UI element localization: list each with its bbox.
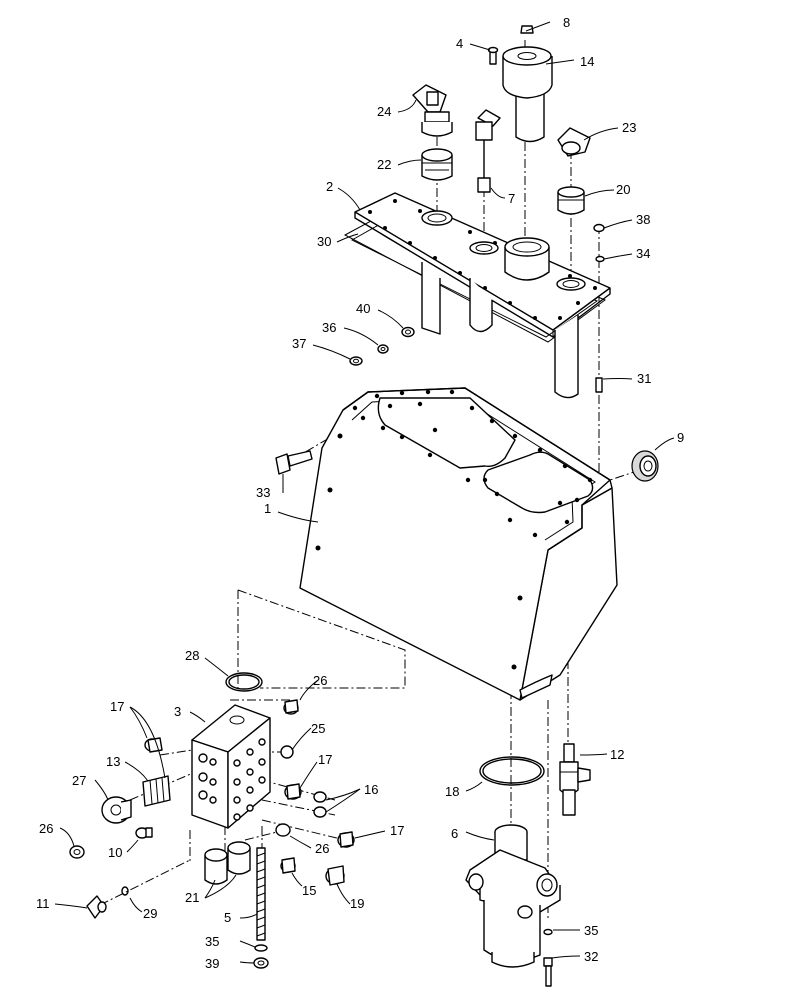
callout-20: 20 bbox=[616, 182, 630, 197]
callout-21: 21 bbox=[185, 890, 199, 905]
leader-lines bbox=[54, 21, 675, 964]
cover-fittings bbox=[412, 84, 591, 215]
callout-37: 37 bbox=[292, 336, 306, 351]
cover-plate bbox=[343, 192, 611, 399]
callout-40: 40 bbox=[356, 301, 370, 316]
callout-36: 36 bbox=[322, 320, 336, 335]
callout-15: 15 bbox=[302, 883, 316, 898]
callout-1: 1 bbox=[264, 501, 271, 516]
manifold-ports bbox=[198, 738, 266, 821]
callout-28: 28 bbox=[185, 648, 199, 663]
callout-25: 25 bbox=[311, 721, 325, 736]
rod-threads bbox=[256, 852, 266, 937]
callout-17-right-lower: 17 bbox=[390, 823, 404, 838]
hardware-parts bbox=[275, 223, 659, 482]
callout-22: 22 bbox=[377, 157, 391, 172]
callout-2: 2 bbox=[326, 179, 333, 194]
callout-17-left: 17 bbox=[110, 699, 124, 714]
callout-13: 13 bbox=[106, 754, 120, 769]
callout-19: 19 bbox=[350, 896, 364, 911]
callout-16: 16 bbox=[364, 782, 378, 797]
callout-27: 27 bbox=[72, 773, 86, 788]
callout-10: 10 bbox=[108, 845, 122, 860]
valve-12 bbox=[559, 743, 591, 816]
callout-30: 30 bbox=[317, 234, 331, 249]
callout-32: 32 bbox=[584, 949, 598, 964]
callout-31: 31 bbox=[637, 371, 651, 386]
callout-35-left: 35 bbox=[205, 934, 219, 949]
callout-9: 9 bbox=[677, 430, 684, 445]
pump-bolts bbox=[543, 928, 553, 987]
callout-12: 12 bbox=[610, 747, 624, 762]
callout-35-right: 35 bbox=[584, 923, 598, 938]
tank-bolt-holes bbox=[352, 389, 593, 538]
callout-26-middle: 26 bbox=[315, 841, 329, 856]
callout-29: 29 bbox=[143, 906, 157, 921]
callout-6: 6 bbox=[451, 826, 458, 841]
manifold-block bbox=[191, 704, 271, 829]
manifold-fittings bbox=[69, 699, 355, 969]
o-rings bbox=[225, 672, 545, 786]
callout-26-top: 26 bbox=[313, 673, 327, 688]
callout-labels: 1 2 3 4 5 6 7 8 9 10 11 12 13 14 15 16 1… bbox=[36, 15, 684, 971]
callout-38: 38 bbox=[636, 212, 650, 227]
filter-assembly bbox=[487, 25, 553, 143]
callout-39: 39 bbox=[205, 956, 219, 971]
callout-26-left: 26 bbox=[39, 821, 53, 836]
callout-14: 14 bbox=[580, 54, 594, 69]
callout-4: 4 bbox=[456, 36, 463, 51]
callout-23: 23 bbox=[622, 120, 636, 135]
pump-6 bbox=[465, 824, 561, 968]
callout-3: 3 bbox=[174, 704, 181, 719]
callout-8: 8 bbox=[563, 15, 570, 30]
callout-33: 33 bbox=[256, 485, 270, 500]
callout-5: 5 bbox=[224, 910, 231, 925]
callout-11: 11 bbox=[36, 896, 50, 911]
callout-24: 24 bbox=[377, 104, 391, 119]
callout-7: 7 bbox=[508, 191, 515, 206]
callout-17-right-upper: 17 bbox=[318, 752, 332, 767]
tank-body bbox=[299, 387, 618, 701]
callout-34: 34 bbox=[636, 246, 650, 261]
callout-18: 18 bbox=[445, 784, 459, 799]
